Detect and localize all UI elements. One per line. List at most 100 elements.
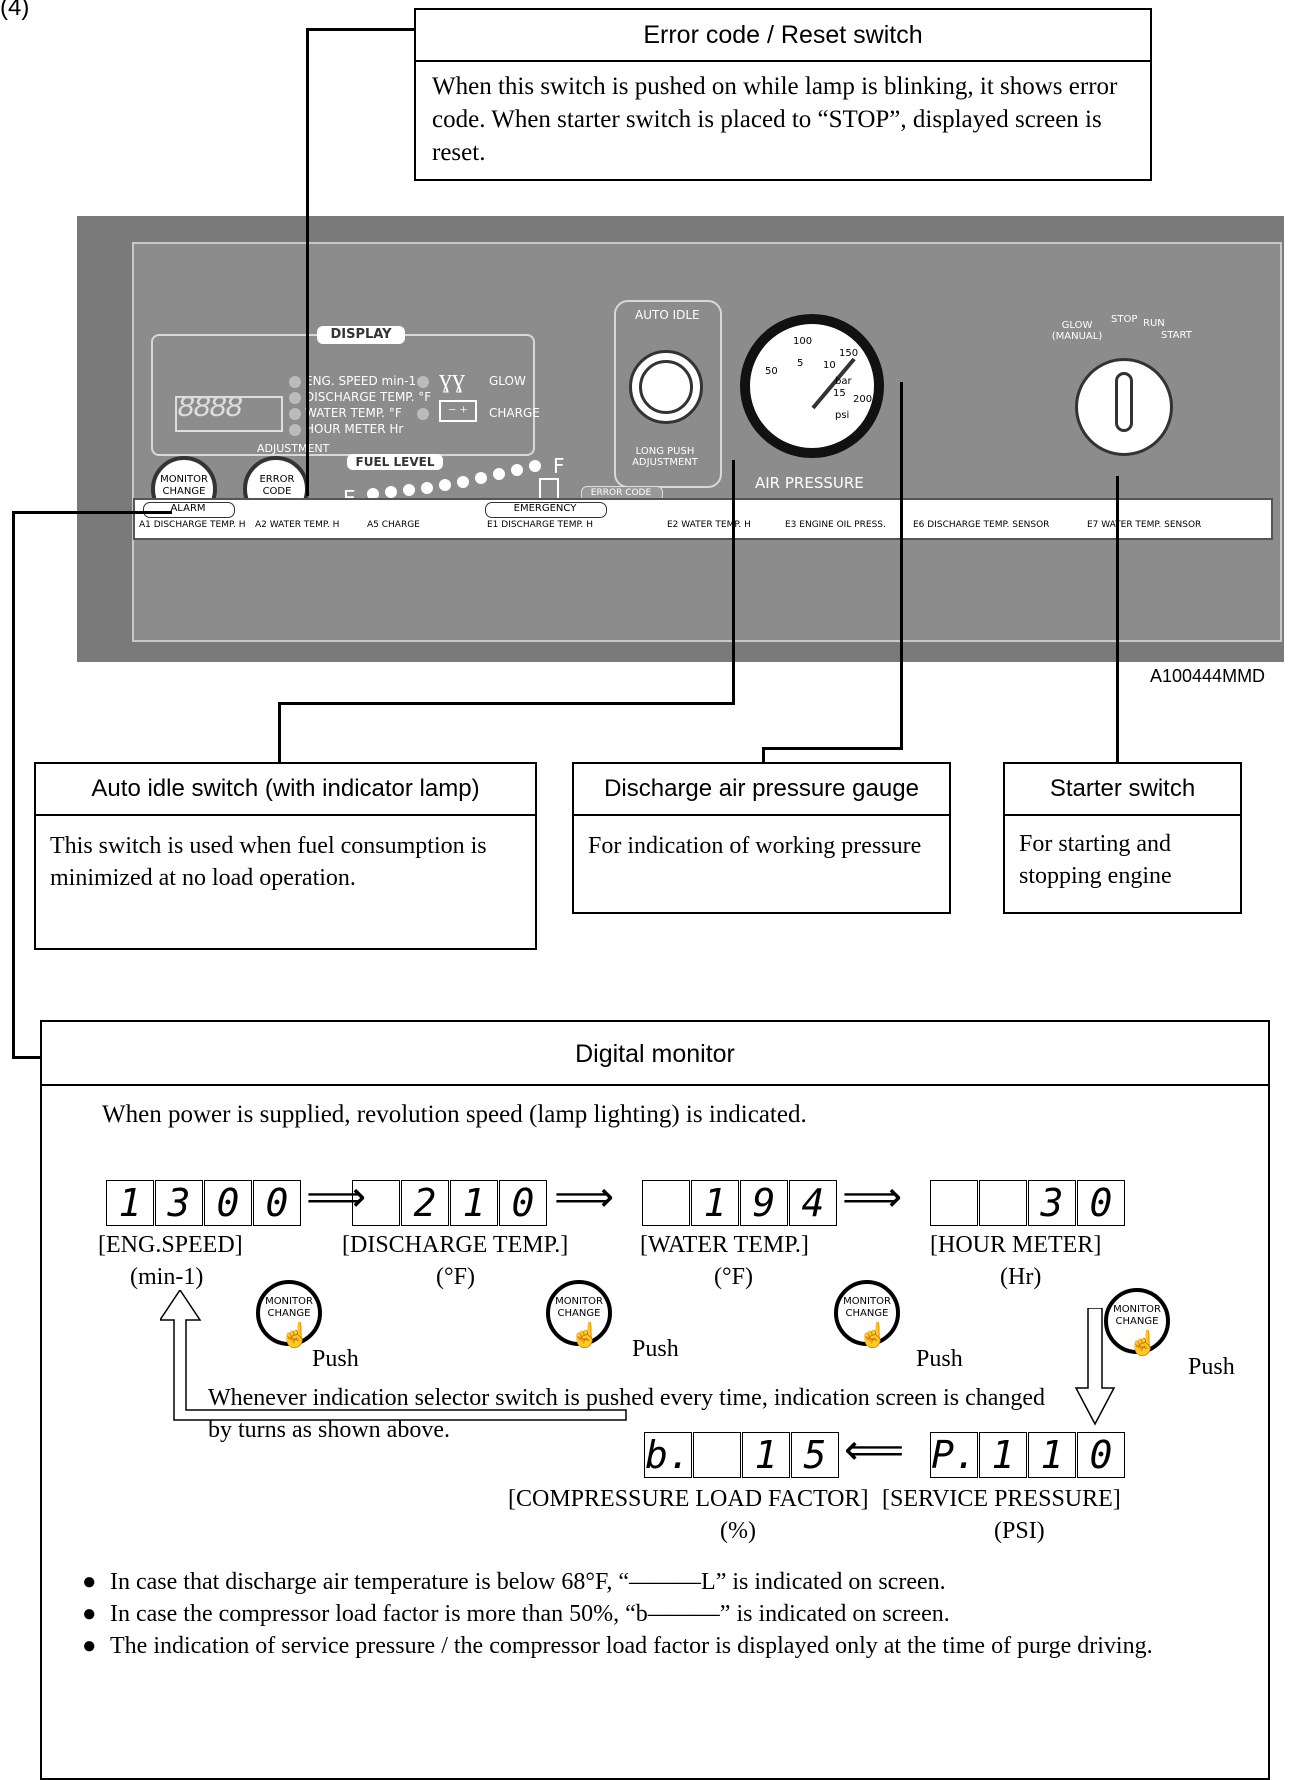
bullet-icon: ● [82,1601,97,1627]
starter-callout: Starter switch For starting and stopping… [1003,762,1242,914]
digit: 0 [1077,1180,1125,1226]
digit: 1 [106,1180,154,1226]
callout-body: For indication of working pressure [588,833,922,859]
digit: 9 [740,1180,788,1226]
unit-hour-meter: (Hr) [1000,1264,1042,1290]
air-pressure-gauge [740,314,884,458]
monitor-change-label: MONITOR CHANGE [160,474,208,497]
leader-starter [1116,476,1119,764]
bullet-list: ● In case that discharge air temperature… [82,1566,1252,1662]
callout-title: Discharge air pressure gauge [574,764,949,816]
label-eng-speed: [ENG.SPEED] [98,1232,243,1258]
digit: 0 [204,1180,252,1226]
monitor-change-push-label: MONITOR CHANGE [843,1296,891,1319]
bullet-icon: ● [82,1633,97,1659]
digit [930,1180,978,1226]
bullet-item: ● The indication of service pressure / t… [82,1630,1252,1662]
gauge-mark-15: 15 [833,388,846,399]
callout-title: Error code / Reset switch [416,10,1150,62]
emergency-e3: E3 ENGINE OIL PRESS. [785,520,886,530]
arrow-down-icon [1074,1308,1116,1426]
digit: 0 [253,1180,301,1226]
glow-icon: ɣɣ [439,364,465,393]
label-discharge-temp: [DISCHARGE TEMP.] [342,1232,569,1258]
monitor-change-push-label: MONITOR CHANGE [265,1296,313,1319]
arrow-left-icon: ⟸ [844,1428,905,1474]
digit: 1 [691,1180,739,1226]
push-label: Push [632,1336,679,1362]
hand-push-icon: ☝ [280,1323,310,1349]
monitor-change-push-button[interactable] [256,1280,322,1346]
digit: 1 [1028,1432,1076,1478]
digit [352,1180,400,1226]
gauge-mark-150: 150 [839,348,859,359]
alarm-a2: A2 WATER TEMP. H [255,520,340,530]
digital-monitor-callout: Digital monitor [40,1020,1270,1780]
digit: 1 [742,1432,790,1478]
monitor-change-push-button[interactable] [834,1280,900,1346]
battery-icon: − + [439,400,477,422]
callout-title: Auto idle switch (with indicator lamp) [36,764,535,816]
callout-body: This switch is used when fuel consumptio… [50,833,487,891]
unit-discharge-temp: (°F) [436,1264,475,1290]
label-water-temp: [WATER TEMP.] [640,1232,809,1258]
callout-body: When this switch is pushed on while lamp… [432,73,1118,166]
gauge-unit-psi: psi [835,410,850,421]
emergency-e6: E6 DISCHARGE TEMP. SENSOR [913,520,1050,530]
alarm-a5: A5 CHARGE [367,520,420,530]
digit: 3 [155,1180,203,1226]
leader-monitor [12,511,172,514]
hand-push-icon: ☝ [1128,1331,1158,1357]
digit: 0 [1077,1432,1125,1478]
auto-idle-callout: Auto idle switch (with indicator lamp) T… [34,762,537,950]
screen-hour-meter: 3 0 [930,1180,1126,1226]
panel-digital-display [175,396,283,432]
unit-load-factor: (%) [720,1518,756,1544]
digit: b. [644,1432,692,1478]
monitor-change-push-button[interactable] [546,1280,612,1346]
error-code-label: ERROR CODE [259,474,295,497]
emergency-e7: E7 WATER TEMP. SENSOR [1087,520,1202,530]
hand-push-icon: ☝ [570,1323,600,1349]
hand-push-icon: ☝ [858,1323,888,1349]
bullet-item: ● In case that discharge air temperature… [82,1566,1252,1598]
figure-id: A100444MMD [1150,666,1266,686]
control-panel: DISPLAY 8888 ENG. SPEED min-1 DISCHARGE … [77,216,1284,662]
starter-pos-start: START [1161,330,1192,341]
gauge-mark-50: 50 [765,366,778,377]
air-pressure-label: AIR PRESSURE [755,474,864,492]
indicator-eng-speed: ENG. SPEED min-1 [305,374,417,388]
digital-monitor-title: Digital monitor [42,1022,1268,1086]
display-title: DISPLAY [330,327,392,342]
gauge-mark-10: 10 [823,360,836,371]
auto-idle-area [614,300,722,488]
digit: P. [930,1432,978,1478]
arrow-right-icon: ⟹ [842,1175,903,1221]
gauge-unit-bar: bar [835,376,852,387]
indicator-discharge-temp: DISCHARGE TEMP. °F [305,390,432,404]
glow-label: GLOW [489,374,526,388]
digit: 0 [499,1180,547,1226]
fuel-gauge-dots [367,460,547,500]
arrow-up-icon [160,1290,627,1421]
leader-error-code [306,28,414,31]
down-arrow [1074,1308,1116,1426]
unit-service-pressure: (PSI) [994,1518,1045,1544]
bullet-item: ● In case the compressor load factor is … [82,1598,1252,1630]
push-label: Push [916,1346,963,1372]
unit-eng-speed: (min-1) [130,1264,204,1290]
monitor-change-push-button[interactable] [1104,1288,1170,1354]
monitor-intro: When power is supplied, revolution speed… [102,1101,807,1128]
digit [642,1180,690,1226]
emergency-label: EMERGENCY [513,503,577,514]
gauge-mark-5: 5 [797,358,804,369]
long-push-label: LONG PUSH ADJUSTMENT [632,446,698,468]
unit-water-temp: (°F) [714,1264,753,1290]
gauge-mark-100: 100 [793,336,813,347]
gauge-callout: Discharge air pressure gauge For indicat… [572,762,951,914]
leader-gauge [900,382,903,750]
leader-auto-idle [732,460,735,705]
callout-title: Starter switch [1005,764,1240,816]
screen-water-temp: 1 9 4 [642,1180,838,1226]
indicator-hour-meter: HOUR METER Hr [305,422,404,436]
